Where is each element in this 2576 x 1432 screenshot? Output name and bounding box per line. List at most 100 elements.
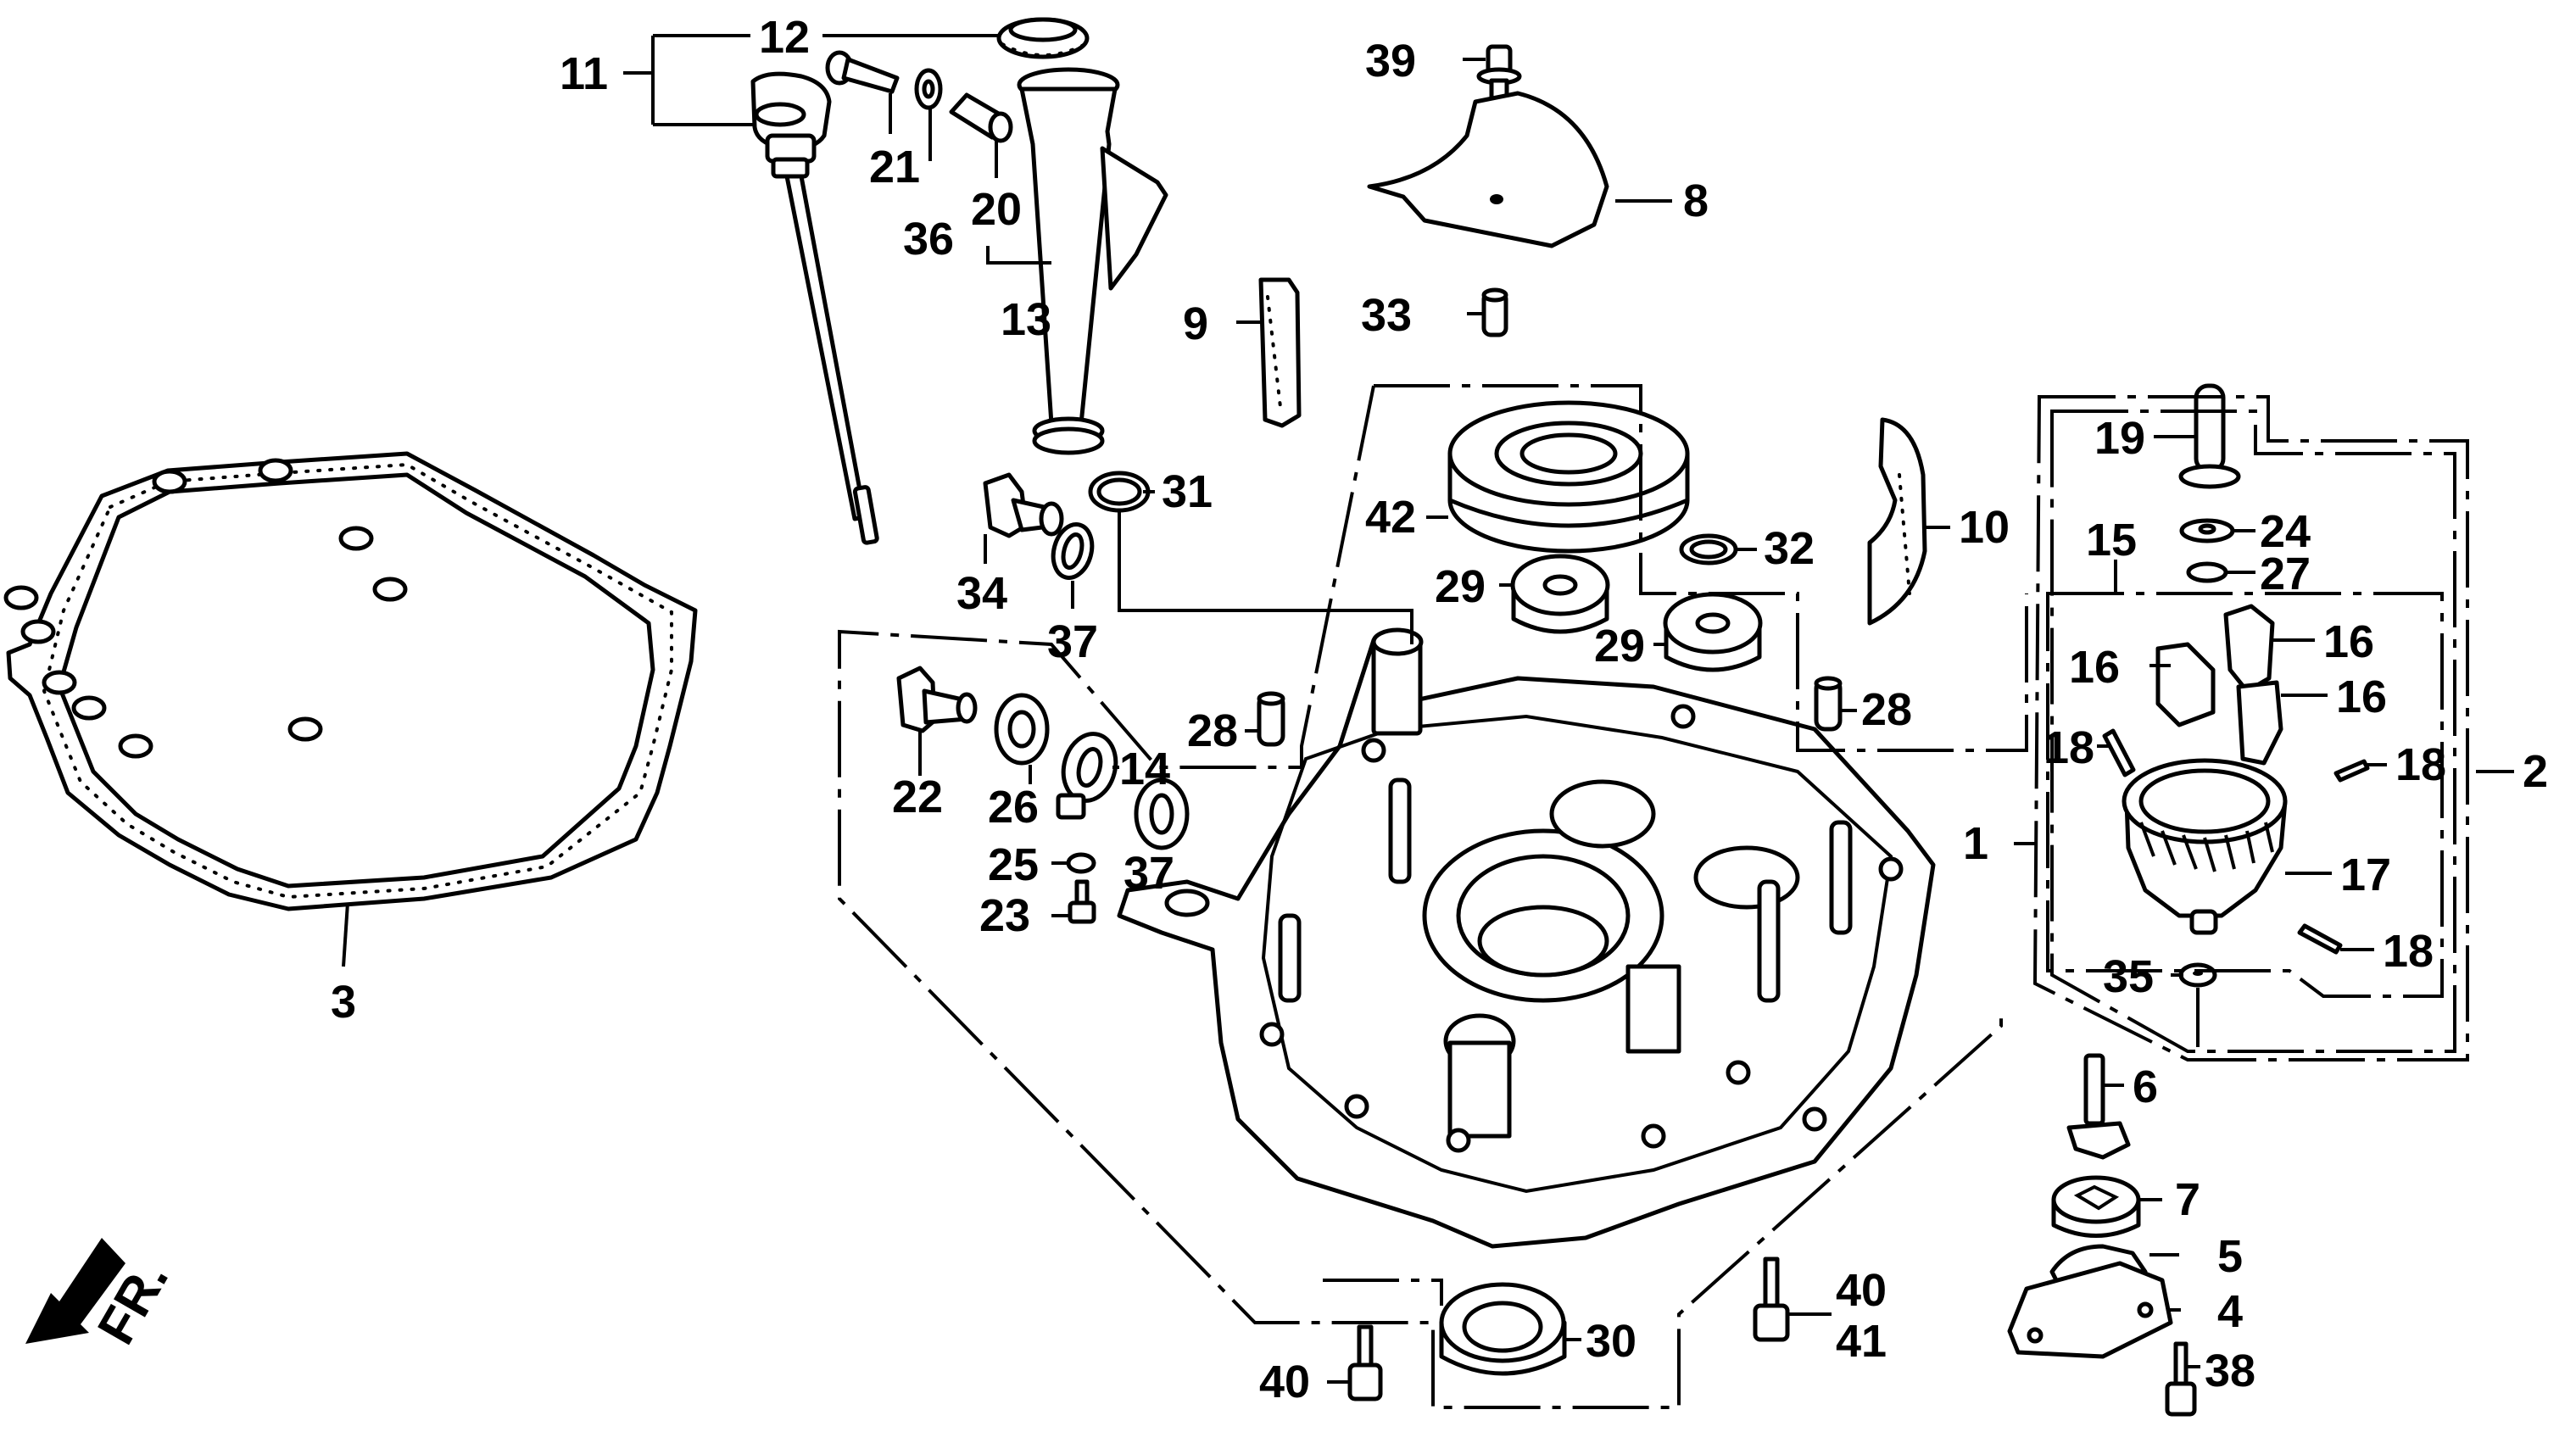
callout-16a: 16 xyxy=(2323,616,2374,667)
screw-23-part[interactable] xyxy=(1068,879,1096,924)
callout-35: 35 xyxy=(2103,951,2154,1002)
callout-31: 31 xyxy=(1162,466,1213,517)
breather-plate-8-part[interactable] xyxy=(1367,91,1609,248)
oil-filler-tube-part[interactable] xyxy=(1017,67,1168,455)
callout-12: 12 xyxy=(759,12,810,63)
callout-10: 10 xyxy=(1959,502,2010,553)
oil-filler-seal-part[interactable] xyxy=(996,17,1090,59)
oil-pump-outer-rotor-7-part[interactable] xyxy=(2051,1175,2141,1238)
callout-20: 20 xyxy=(971,184,1022,235)
callout-28b: 28 xyxy=(1861,684,1912,735)
callout-40a: 40 xyxy=(1259,1357,1310,1407)
callout-1: 1 xyxy=(1963,818,1988,869)
callout-5: 5 xyxy=(2217,1231,2243,1282)
washer-25-part[interactable] xyxy=(1066,852,1096,874)
callout-38: 38 xyxy=(2205,1346,2255,1396)
drain-plug-22-part[interactable] xyxy=(896,666,978,733)
callout-16c: 16 xyxy=(2336,671,2387,722)
governor-gear-17-part[interactable] xyxy=(2122,758,2288,935)
callout-33: 33 xyxy=(1361,290,1412,341)
callout-18b: 18 xyxy=(2395,739,2446,790)
gasket-part[interactable] xyxy=(3,451,698,911)
washer-26-part[interactable] xyxy=(994,693,1050,766)
callout-7: 7 xyxy=(2175,1174,2200,1225)
callout-24: 24 xyxy=(2260,506,2311,557)
oil-seal-30-part[interactable] xyxy=(1439,1282,1567,1376)
o-ring-32-part[interactable] xyxy=(1679,533,1738,566)
governor-weight-16c-part[interactable] xyxy=(2236,680,2283,766)
o-ring-31-part[interactable] xyxy=(1088,471,1151,513)
callout-4: 4 xyxy=(2217,1286,2243,1337)
callout-17: 17 xyxy=(2340,850,2391,900)
bearing-29b-part[interactable] xyxy=(1663,592,1763,672)
governor-weight-16b-part[interactable] xyxy=(2155,642,2216,727)
dowel-pin-28a-part[interactable] xyxy=(1257,691,1285,747)
assembly-boundaries xyxy=(838,384,2469,1409)
callout-26: 26 xyxy=(988,782,1039,833)
callout-21: 21 xyxy=(869,142,920,192)
washer-24-part[interactable] xyxy=(2179,518,2235,543)
callout-6: 6 xyxy=(2133,1061,2158,1112)
pin-18c-part[interactable] xyxy=(2297,923,2343,955)
crankcase-cover-part[interactable] xyxy=(1117,627,1936,1249)
callout-36: 36 xyxy=(903,214,954,265)
callout-15: 15 xyxy=(2086,515,2137,566)
callout-42: 42 xyxy=(1365,492,1416,543)
callout-11: 11 xyxy=(560,48,608,99)
governor-weight-16a-part[interactable] xyxy=(2223,604,2275,694)
callout-23: 23 xyxy=(979,890,1030,941)
oil-pump-inner-rotor-6-part[interactable] xyxy=(2066,1053,2131,1160)
flange-bolt-40-41-part[interactable] xyxy=(1753,1256,1790,1342)
dowel-pin-28b-part[interactable] xyxy=(1814,676,1843,732)
washer-37-lower-part[interactable] xyxy=(1134,777,1190,850)
callout-2: 2 xyxy=(2523,746,2548,797)
washer-35-part[interactable] xyxy=(2178,962,2217,988)
callout-19: 19 xyxy=(2094,413,2145,464)
callout-39: 39 xyxy=(1365,36,1416,86)
callout-18c: 18 xyxy=(2383,926,2434,977)
clip-27-part[interactable] xyxy=(2186,561,2228,583)
callout-41: 41 xyxy=(1836,1316,1887,1367)
breather-filter-9-part[interactable] xyxy=(1258,277,1302,428)
callout-40b: 40 xyxy=(1836,1265,1887,1316)
callout-3: 3 xyxy=(331,977,356,1028)
callout-8: 8 xyxy=(1683,176,1709,226)
pin-18a-part[interactable] xyxy=(2102,728,2136,777)
washer-37-upper-part[interactable] xyxy=(1047,520,1097,582)
collar-33-part[interactable] xyxy=(1481,287,1508,337)
callout-37b: 37 xyxy=(1124,848,1174,899)
ball-bearing-42-part[interactable] xyxy=(1447,400,1690,554)
callout-32: 32 xyxy=(1764,523,1815,574)
bolt-21-part[interactable] xyxy=(825,50,900,94)
callout-27: 27 xyxy=(2260,549,2311,599)
dipstick-part[interactable] xyxy=(750,71,879,545)
callout-16b: 16 xyxy=(2069,642,2120,693)
leader-lines xyxy=(342,34,2514,1384)
callout-14: 14 xyxy=(1119,744,1170,794)
callout-13: 13 xyxy=(1001,294,1051,345)
callout-28a: 28 xyxy=(1187,705,1238,756)
callout-18a: 18 xyxy=(2044,722,2094,773)
callout-29b: 29 xyxy=(1594,621,1645,671)
front-direction-indicator: FR. xyxy=(25,1238,180,1354)
callout-9: 9 xyxy=(1183,298,1208,349)
washer-36-part[interactable] xyxy=(914,68,943,110)
callout-29a: 29 xyxy=(1435,561,1486,612)
bolt-38-part[interactable] xyxy=(2165,1341,2197,1417)
callout-34: 34 xyxy=(956,568,1007,619)
callout-22: 22 xyxy=(892,772,943,822)
plug-bolt-34-part[interactable] xyxy=(983,472,1064,538)
oil-pump-cover-4-part[interactable] xyxy=(2007,1261,2173,1359)
callout-30: 30 xyxy=(1586,1316,1636,1367)
drain-fitting-14-part[interactable] xyxy=(1056,728,1124,820)
callout-25: 25 xyxy=(988,839,1039,890)
callout-labels: 1 2 3 4 5 6 7 8 9 10 11 12 13 14 15 16 1… xyxy=(331,12,2548,1407)
collar-20-part[interactable] xyxy=(949,92,1013,143)
governor-shaft-19-part[interactable] xyxy=(2178,383,2241,489)
flange-bolt-40-part[interactable] xyxy=(1347,1324,1383,1401)
front-arrow-icon xyxy=(25,1238,125,1344)
pin-18b-part[interactable] xyxy=(2333,759,2370,783)
callout-37a: 37 xyxy=(1047,616,1098,667)
oil-screen-10-part[interactable] xyxy=(1867,417,1927,626)
